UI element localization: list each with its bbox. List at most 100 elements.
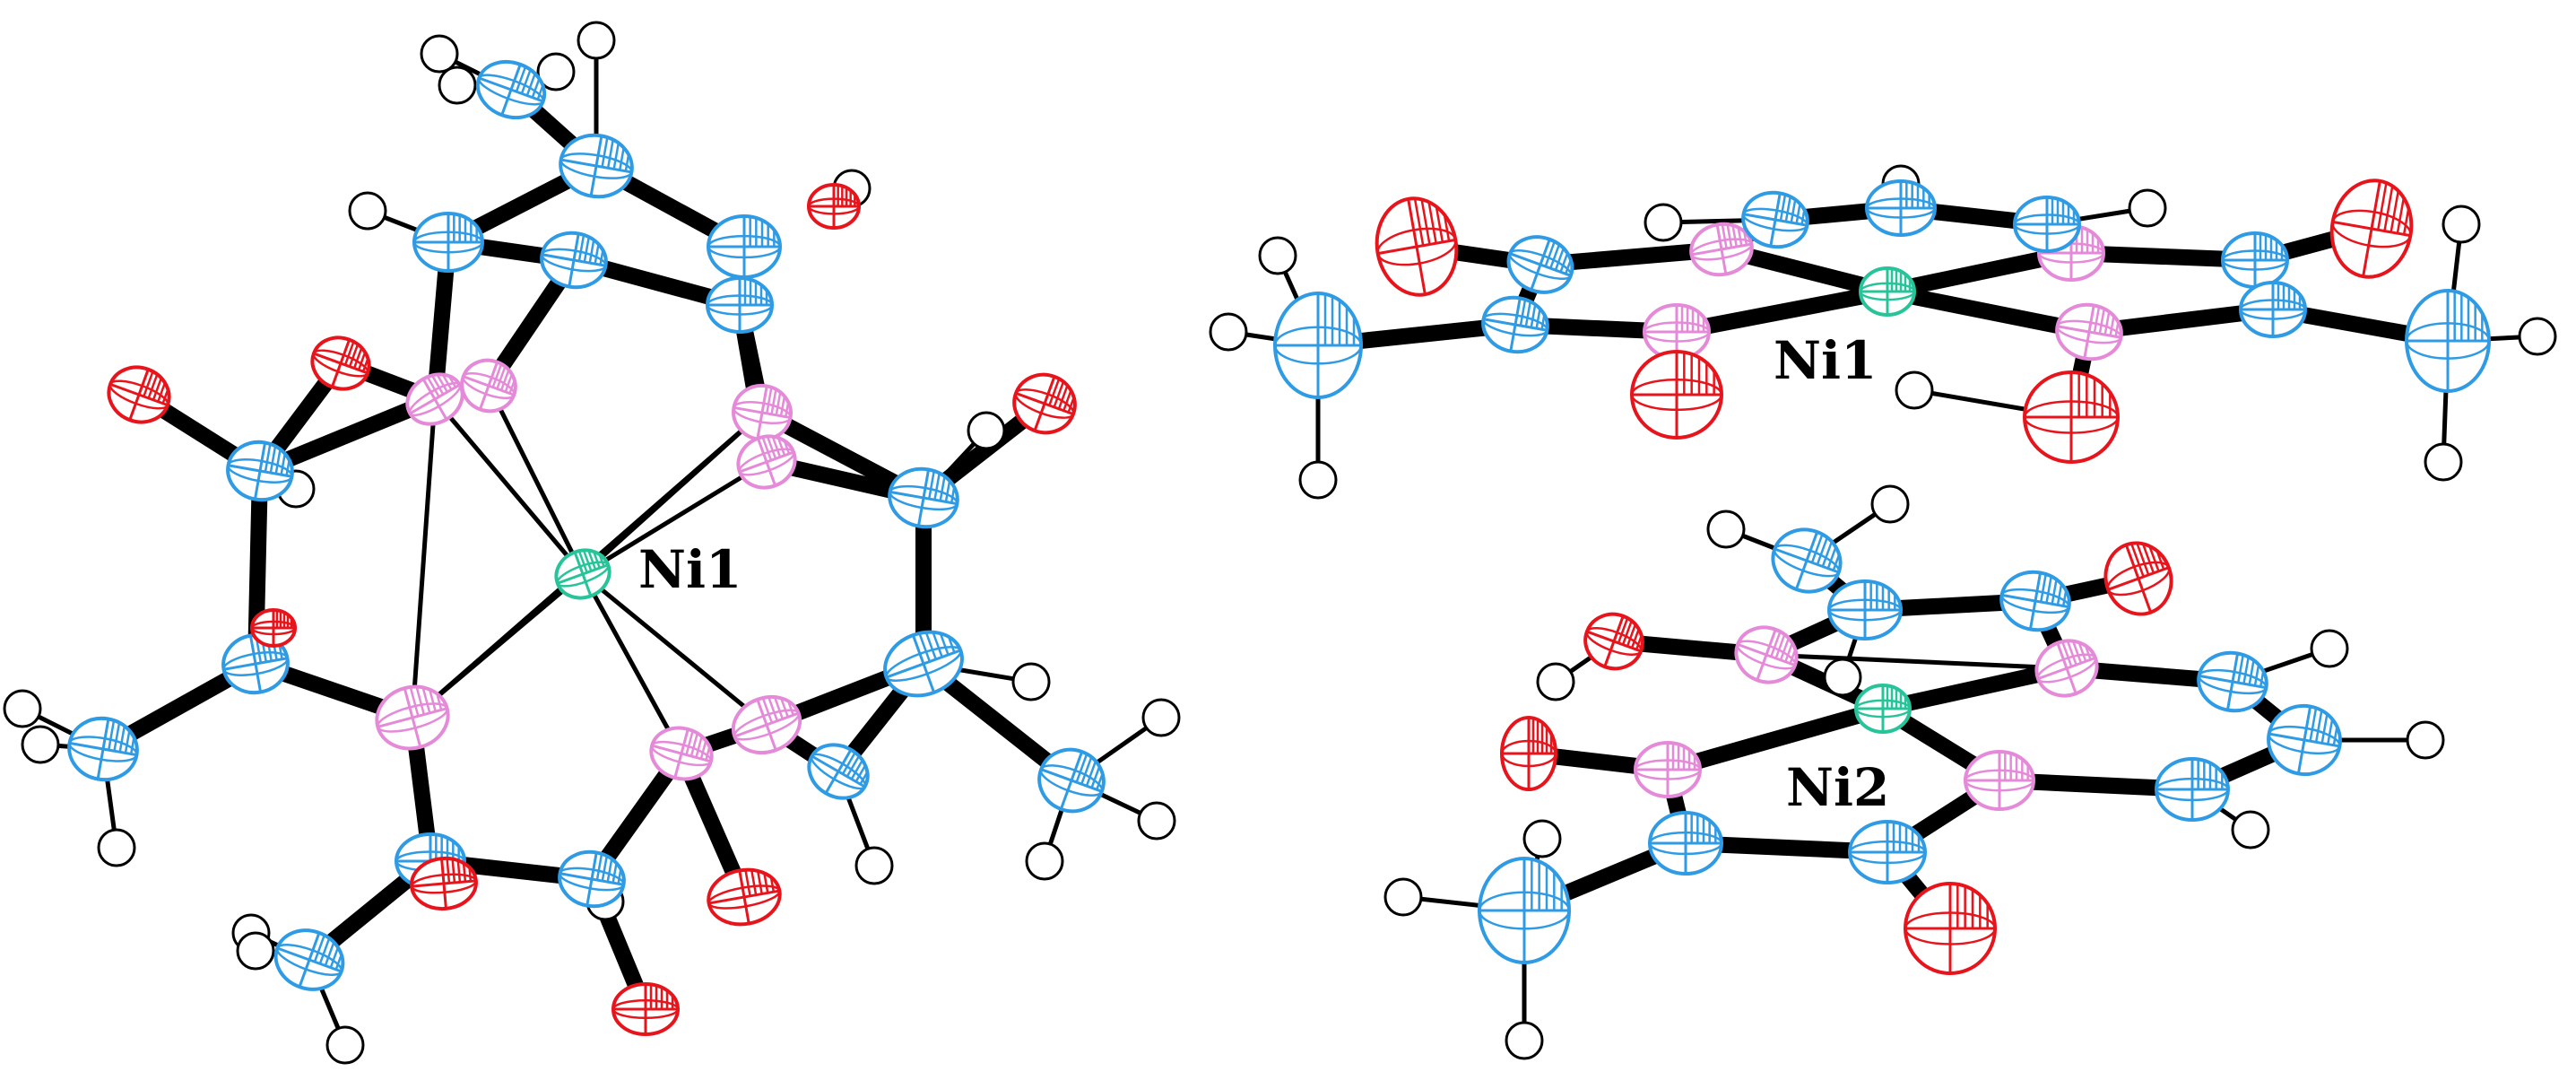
left-hydrogen-atom [97,828,136,867]
bottom-right-atom-nitrogen [1734,625,1799,684]
bottom-right-hydrogen-atom [1505,1021,1544,1060]
bottom-right-atom-carbon [2267,703,2342,777]
left-atom-carbon [273,928,345,991]
left-atom-carbon [475,59,547,120]
top-right-atom-carbon [1741,190,1809,249]
top-right-covalent-bond [1669,283,1895,340]
top-right-atom-nitrogen [2055,302,2123,362]
bottom-right-coordination-bond [1764,652,2069,671]
left-coordination-bond [432,396,585,577]
left-hydrogen-atom [236,931,275,971]
left-atom-nitrogen [736,434,797,490]
left-hydrogen-atom [420,34,459,74]
bottom-right-atom-carbon [1771,527,1843,594]
bottom-right-atom-carbon [2155,757,2230,822]
top-right-atom-carbon [2239,281,2307,338]
bottom-right-atom-carbon [1848,820,1927,884]
bottom-right-bonds [1401,501,2428,1043]
left-atom-nitrogen [460,358,517,414]
ni1-left-label: Ni1 [638,539,742,600]
left-atom-oxygen [1012,372,1077,435]
bottom-right-hydrogen-atom [2231,810,2270,849]
left-atom-carbon [67,716,139,782]
top-right-atom-nickel [1859,266,1916,317]
left-atom-nitrogen [649,726,714,781]
left-hydrogen-atom [1137,801,1176,841]
top-right-hydrogen-atom [2518,317,2557,356]
top-right-atom-oxygen [1630,350,1723,440]
bottom-right-hydrogen-atom [1706,510,1746,549]
bottom-right-atom-carbon [1999,570,2071,632]
bottom-right-hydrogen-atom [1536,662,1575,701]
bottom-right-atom-oxygen [1500,716,1557,791]
left-atom-oxygen [410,856,478,911]
left-atom-carbon [706,276,774,334]
left-atom-nitrogen [375,684,450,751]
left-hydrogen-atom [1141,698,1181,737]
bottom-right-atom-oxygen [2103,541,2173,616]
left-atom-carbon [707,214,782,279]
top-right-hydrogen-atom [2128,188,2167,228]
bottom-right-hydrogen-atom [2406,720,2445,760]
bottom-right-hydrogen-atom [1823,658,1862,697]
left-molecule-view [3,21,1181,1065]
left-coordination-bond [580,571,769,727]
left-coordination-bond [580,571,684,756]
top-right-atom-carbon [2405,289,2491,393]
bottom-right-atom-carbon [2197,650,2268,713]
top-right-hydrogen-atom [1298,460,1338,500]
top-right-hydrogen-atom [2442,205,2481,244]
left-coordination-bond [486,383,585,577]
left-atom-carbon [226,440,294,502]
left-atom-carbon [558,849,626,909]
ni2-bottom-right-label: Ni2 [1786,757,1889,818]
left-atom-nitrogen [731,694,802,755]
top-right-atom-carbon [2013,196,2081,253]
left-atom-oxygen [107,365,171,424]
left-atom-oxygen [611,982,680,1036]
top-right-hydrogen-atom [1644,203,1683,242]
left-atom-carbon [412,212,484,273]
bottom-right-atom-nitrogen [1634,741,1702,798]
left-atom-oxygen [807,183,861,230]
bottom-right-molecule-view [1383,484,2445,1060]
bottom-right-atom-nitrogen [2034,639,2099,698]
left-coordination-bond [580,459,769,577]
left-coordination-bond [410,396,438,720]
left-hydrogen-atom [325,1025,365,1065]
left-hydrogen-atom [21,725,60,764]
left-heavy-atoms [67,59,1106,1036]
left-hydrogen-atom [438,65,477,105]
left-hydrogen-atom [967,411,1006,450]
bottom-right-atom-carbon [1478,857,1571,964]
bottom-right-atom-carbon [1648,811,1723,876]
bottom-right-hydrogen-atom [1870,484,1910,524]
bottom-right-covalent-bond [1660,701,1891,778]
ni1-top-right-label: Ni1 [1774,330,1877,391]
left-atom-carbon [1037,747,1106,814]
bottom-right-atom-nitrogen [1964,750,2035,811]
top-right-atom-carbon [1481,295,1549,354]
top-right-atom-carbon [1273,292,1363,399]
left-atom-nitrogen [405,372,464,426]
top-right-atom-oxygen [1375,196,1459,297]
left-atom-carbon [888,466,959,529]
left-hydrogen-atom [1025,841,1064,881]
top-right-hydrogen-atom [1258,236,1297,275]
top-right-atom-oxygen [2329,179,2414,279]
left-hydrogen-atom [3,689,42,728]
left-hydrogen-atom [536,52,576,91]
top-right-atom-carbon [1506,235,1574,294]
left-atom-nitrogen [732,383,793,442]
bottom-right-atom-oxygen [1583,612,1644,671]
left-hydrogen-atom [1011,662,1051,701]
top-right-covalent-bond [1879,283,2097,340]
left-atom-carbon [559,133,634,199]
bottom-right-hydrogen-atom [1522,819,1562,858]
left-atom-carbon [221,632,290,695]
left-hydrogen-atom [854,846,894,885]
left-atom-carbon [883,630,964,698]
top-right-heavy-atoms [1273,179,2491,464]
bottom-right-hydrogen-atoms [1383,484,2445,1060]
